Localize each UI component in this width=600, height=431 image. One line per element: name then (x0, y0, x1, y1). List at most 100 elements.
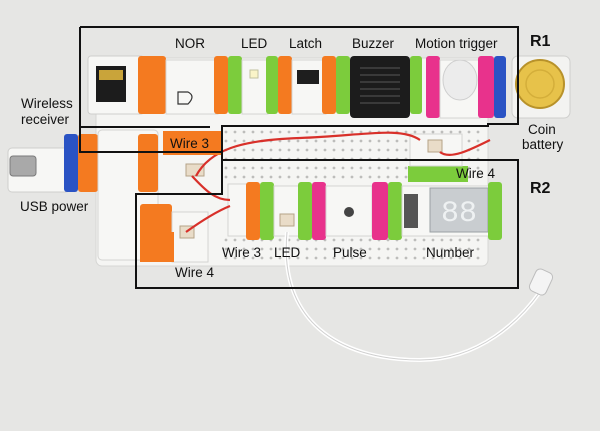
board-hole (233, 238, 237, 242)
seven-segment-digits: 88 (441, 197, 477, 231)
board-hole (350, 256, 354, 260)
board-hole (341, 247, 345, 251)
board-hole (359, 166, 363, 170)
board-hole (359, 256, 363, 260)
wire-connector (185, 163, 205, 177)
board-hole (350, 175, 354, 179)
board-hole (368, 256, 372, 260)
board-hole (323, 139, 327, 143)
wire3-bottom-label: Wire 3 (222, 245, 262, 260)
board-hole (404, 256, 408, 260)
board-hole (260, 166, 264, 170)
board-hole (359, 175, 363, 179)
nor-label: NOR (175, 36, 205, 51)
board-hole (251, 166, 255, 170)
board-hole (224, 166, 228, 170)
board-hole (224, 139, 228, 143)
board-hole (341, 166, 345, 170)
board-hole (377, 175, 381, 179)
board-hole (404, 166, 408, 170)
board-hole (296, 139, 300, 143)
board-hole (476, 175, 480, 179)
board-hole (260, 148, 264, 152)
board-hole (296, 256, 300, 260)
board-hole (278, 148, 282, 152)
board-hole (476, 130, 480, 134)
buzzer-label: Buzzer (352, 36, 395, 51)
orange-bitsnap (322, 56, 336, 114)
nor-gate-symbol (177, 91, 193, 105)
board-hole (422, 130, 426, 134)
board-hole (242, 175, 246, 179)
green-bitsnap (410, 56, 422, 114)
coin-battery-cell (515, 59, 565, 109)
board-hole (314, 166, 318, 170)
board-hole (260, 130, 264, 134)
orange-bitsnap (138, 134, 158, 192)
external-led-bulb (528, 268, 554, 296)
board-hole (224, 247, 228, 251)
board-hole (278, 175, 282, 179)
board-hole (467, 166, 471, 170)
board-hole (233, 175, 237, 179)
orange-bitsnap (78, 134, 98, 192)
board-hole (242, 139, 246, 143)
led-cable-outline (285, 231, 541, 361)
board-hole (350, 130, 354, 134)
board-hole (359, 238, 363, 242)
wire4-bottom-label: Wire 4 (175, 265, 215, 280)
board-hole (350, 166, 354, 170)
board-hole (305, 130, 309, 134)
board-hole (269, 175, 273, 179)
board-hole (350, 238, 354, 242)
board-hole (233, 139, 237, 143)
board-hole (341, 256, 345, 260)
board-hole (242, 247, 246, 251)
r2-outline (135, 152, 519, 289)
board-hole (323, 130, 327, 134)
r1-modules (87, 55, 571, 119)
board-hole (440, 247, 444, 251)
board-hole (368, 166, 372, 170)
led-bottom-label: LED (274, 245, 301, 260)
pulse-knob (344, 207, 354, 217)
board-hole (377, 256, 381, 260)
board-hole (449, 238, 453, 242)
board-hole (422, 238, 426, 242)
board-hole (269, 130, 273, 134)
board-hole (431, 256, 435, 260)
board-hole (314, 175, 318, 179)
board-hole (395, 247, 399, 251)
latch-module (291, 59, 327, 115)
power-chip-contact (99, 70, 123, 80)
board-hole (467, 247, 471, 251)
board-hole (314, 256, 318, 260)
buzzer-box (350, 56, 410, 118)
board-hole (287, 175, 291, 179)
coin-battery-label-line1: Coin (528, 122, 556, 137)
board-hole (431, 130, 435, 134)
number-switch (404, 194, 418, 228)
board-hole (350, 148, 354, 152)
board-hole (359, 139, 363, 143)
board-hole (323, 247, 327, 251)
board-hole (287, 130, 291, 134)
wire3-top-label: Wire 3 (170, 136, 210, 151)
board-hole (278, 256, 282, 260)
board-hole (287, 139, 291, 143)
board-hole (341, 238, 345, 242)
wire3-module (227, 183, 249, 237)
board-hole (359, 148, 363, 152)
board-hole (413, 130, 417, 134)
board-hole (386, 175, 390, 179)
red-wire (195, 131, 421, 177)
board-hole (440, 238, 444, 242)
board-hole (413, 247, 417, 251)
board-hole (296, 175, 300, 179)
board-hole (440, 130, 444, 134)
r2-region-label: R2 (530, 180, 551, 197)
usb-port (9, 155, 37, 177)
board-hole (305, 256, 309, 260)
board-hole (269, 247, 273, 251)
wireless-receiver-label-line1: Wireless (21, 96, 73, 111)
